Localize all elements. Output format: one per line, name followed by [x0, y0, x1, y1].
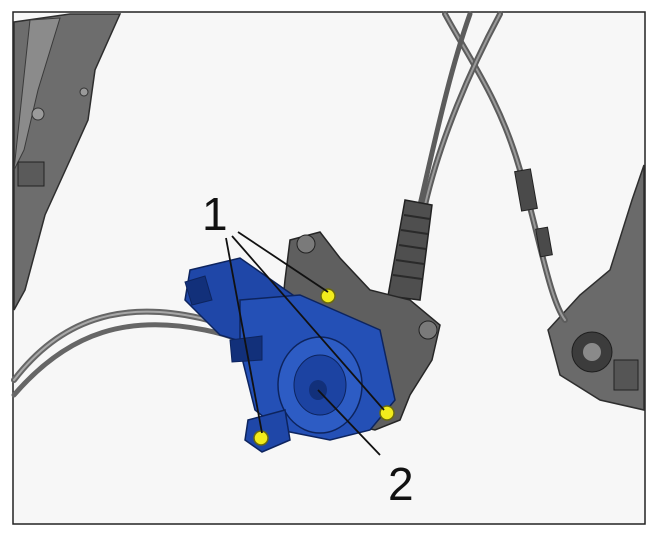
bolt-highlight-icon: [320, 288, 336, 304]
callout-label-2: 2: [388, 458, 414, 510]
door-frame-left: [13, 13, 122, 311]
bolt-highlight-icon: [253, 430, 269, 446]
window-regulator-motor: [184, 257, 396, 453]
cable-conduit-gaiter: [387, 199, 433, 301]
door-frame-right: [547, 164, 645, 411]
callout-label-1: 1: [202, 188, 228, 240]
callout-leader-lines: [225, 231, 385, 456]
